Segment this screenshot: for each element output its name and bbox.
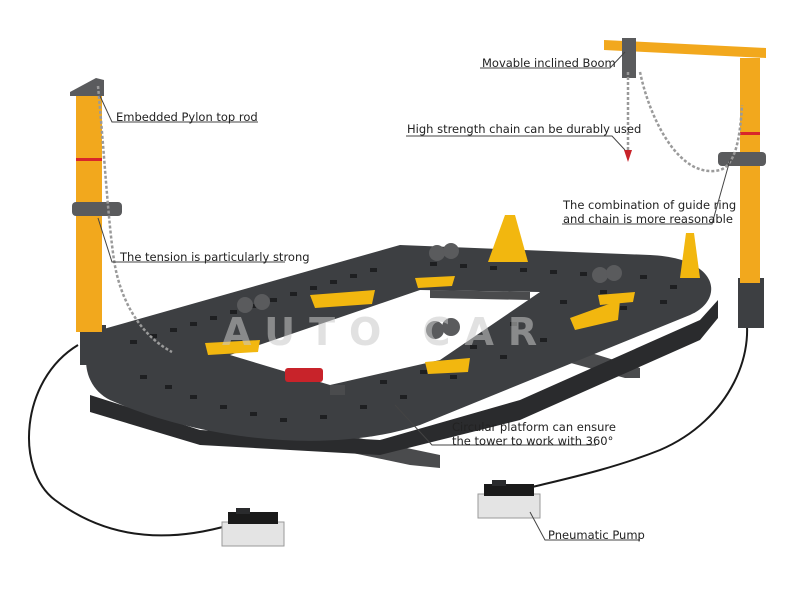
left-pneumatic-pump — [221, 508, 285, 547]
right-pylon-base — [738, 278, 764, 328]
chain-hook — [624, 150, 632, 162]
right-pneumatic-pump — [477, 480, 541, 519]
callout-platform-line1: Circular platform can ensure — [452, 420, 616, 434]
platform-opening — [230, 290, 540, 385]
left-pylon-red-band — [76, 158, 102, 161]
boom-arm — [604, 40, 766, 58]
left-chain — [96, 85, 173, 354]
right-pylon-red-band — [740, 132, 760, 135]
callout-platform-line2: the tower to work with 360° — [452, 434, 614, 448]
callout-leaders — [97, 51, 731, 541]
right-guide-ring — [718, 152, 766, 166]
right-pylon — [740, 58, 760, 283]
callout-pneumatic-pump: Pneumatic Pump — [548, 528, 645, 542]
left-pylon-top-rod — [70, 78, 104, 96]
yellow-clamps — [205, 215, 700, 374]
callout-movable-boom: Movable inclined Boom — [482, 56, 616, 70]
callout-guide-ring-line1: The combination of guide ring — [563, 198, 737, 212]
callout-tension: The tension is particularly strong — [120, 250, 310, 264]
watermark: AUTO CAR — [222, 310, 552, 354]
left-guide-ring — [72, 202, 122, 216]
center-beam — [330, 385, 345, 395]
platform-holes — [130, 262, 677, 422]
hydraulic-jack — [285, 368, 323, 382]
right-air-hose — [519, 299, 749, 491]
right-chain-loop — [638, 71, 744, 173]
platform-base — [90, 300, 718, 455]
cross-beam — [430, 290, 530, 300]
callout-pylon-top-rod: Embedded Pylon top rod — [116, 110, 258, 124]
boom-clamp — [622, 38, 636, 78]
callout-high-strength-chain: High strength chain can be durably used — [407, 122, 642, 136]
clamp-heads — [237, 243, 622, 339]
callout-guide-ring-line2: and chain is more reasonable — [563, 212, 733, 226]
left-air-hose — [28, 344, 231, 537]
